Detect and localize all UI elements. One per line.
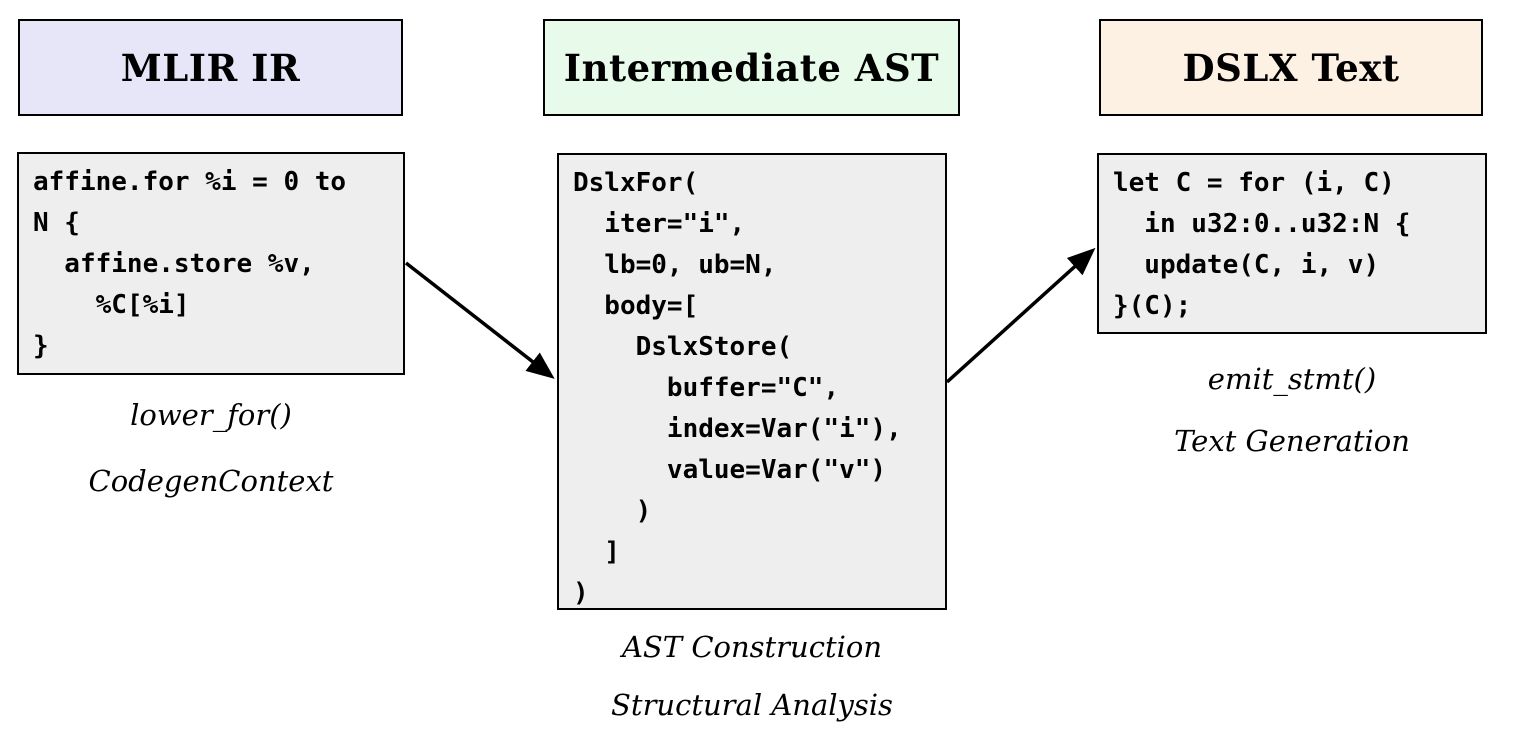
stage-title-dslx-text: DSLX Text — [1182, 45, 1400, 90]
code-snippet-mlir-ir: affine.for %i = 0 to N { affine.store %v… — [33, 167, 347, 361]
arrow-mlir-to-ast — [404, 261, 555, 379]
stage-header-intermediate-ast: Intermediate AST — [543, 19, 960, 116]
stage-label-codegen-context: CodegenContext — [88, 464, 334, 498]
stage-title-intermediate-ast: Intermediate AST — [563, 45, 940, 90]
code-box-dslx-text: let C = for (i, C) in u32:0..u32:N { upd… — [1097, 153, 1487, 334]
code-snippet-dslx-text: let C = for (i, C) in u32:0..u32:N { upd… — [1113, 168, 1411, 321]
stage-title-mlir-ir: MLIR IR — [120, 45, 301, 90]
stage-header-mlir-ir: MLIR IR — [18, 19, 403, 116]
stage-label-text-generation: Text Generation — [1174, 424, 1410, 458]
stage-header-dslx-text: DSLX Text — [1099, 19, 1483, 116]
stage-label-structural-analysis: Structural Analysis — [611, 688, 893, 722]
code-box-mlir-ir: affine.for %i = 0 to N { affine.store %v… — [17, 152, 405, 375]
code-snippet-intermediate-ast: DslxFor( iter="i", lb=0, ub=N, body=[ Ds… — [573, 168, 902, 608]
stage-label-ast-construction: AST Construction — [621, 630, 883, 664]
stage-label-emit-stmt: emit_stmt() — [1207, 362, 1377, 396]
arrow-ast-to-dslx — [945, 247, 1096, 384]
stage-label-lower-for: lower_for() — [130, 398, 292, 432]
code-box-intermediate-ast: DslxFor( iter="i", lb=0, ub=N, body=[ Ds… — [557, 153, 947, 610]
